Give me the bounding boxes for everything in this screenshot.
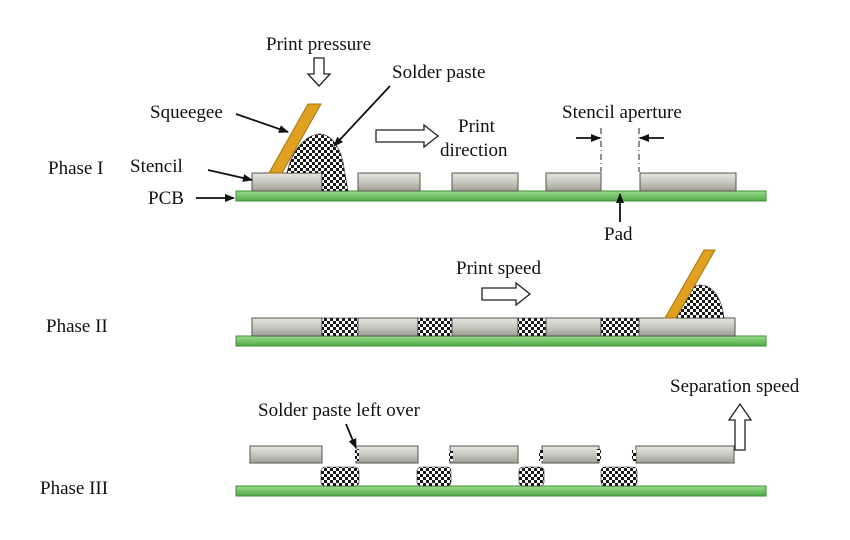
solder-paste-deposit	[517, 317, 547, 337]
stencil-segment	[249, 445, 323, 464]
stencil-segment	[541, 445, 600, 464]
pcb-board	[235, 335, 767, 347]
pcb-board	[235, 190, 767, 202]
stencil-segment	[449, 445, 519, 464]
leftover-paste	[355, 449, 359, 461]
phase-2: Phase II Print speed	[46, 249, 767, 347]
solder-paste-brick	[416, 466, 452, 487]
stencil-segment	[357, 317, 419, 337]
separation-speed-label: Separation speed	[670, 376, 800, 397]
solder-paste-brick	[320, 466, 360, 487]
squeegee-blade	[664, 249, 716, 319]
phase-2-label: Phase II	[46, 316, 108, 337]
solder-paste-deposit	[600, 317, 640, 337]
leftover-paste	[632, 450, 636, 461]
pad-label: Pad	[604, 224, 633, 245]
leftover-paste	[449, 451, 453, 461]
squeegee-blade	[268, 103, 322, 174]
stencil-segment	[451, 172, 519, 192]
squeegee-label: Squeegee	[150, 102, 223, 123]
stencil-segment	[638, 317, 736, 337]
print-speed-arrow	[481, 281, 532, 307]
stencil-segment	[357, 172, 421, 192]
stencil-segment	[635, 445, 735, 464]
solder-paste-left-over-label: Solder paste left over	[258, 400, 421, 421]
stencil-segment	[545, 172, 602, 192]
print-pressure-label: Print pressure	[266, 34, 371, 55]
solder-paste-deposit	[321, 317, 359, 337]
stencil-segment	[355, 445, 419, 464]
solder-paste-brick	[600, 466, 638, 487]
solder-paste-pointer	[333, 85, 391, 147]
print-pressure-arrow	[306, 57, 332, 87]
phase-1-label: Phase I	[48, 158, 103, 179]
stencil-segment	[251, 172, 323, 192]
pcb-label: PCB	[148, 188, 184, 209]
squeegee-pointer	[235, 113, 289, 133]
pcb-board	[235, 485, 767, 497]
stencil-segment	[545, 317, 602, 337]
leftover-paste	[539, 450, 543, 461]
phase-3-label: Phase III	[40, 478, 108, 499]
print-direction-arrow	[375, 123, 440, 149]
leftover-paste	[597, 449, 601, 461]
stencil-segment	[639, 172, 737, 192]
separation-speed-arrow	[727, 402, 753, 451]
phase-1: Phase I Print pressure Solder paste Sque…	[48, 34, 767, 245]
stencil-segment	[251, 317, 323, 337]
stencil-label: Stencil	[130, 156, 183, 177]
solder-paste-mound	[286, 133, 349, 192]
phase-3: Phase III Solder paste left over Separat…	[40, 376, 800, 499]
print-direction-label-line-2: direction	[440, 140, 508, 161]
leftover-pointer	[345, 423, 357, 449]
print-speed-label: Print speed	[456, 258, 541, 279]
solder-paste-brick	[518, 466, 545, 487]
stencil-aperture-label: Stencil aperture	[562, 102, 682, 123]
solder-paste-label: Solder paste	[392, 62, 485, 83]
solder-paste-deposit	[417, 317, 453, 337]
stencil-segment	[451, 317, 519, 337]
stencil-pointer	[207, 169, 253, 182]
print-direction-label-line-1: Print	[458, 116, 496, 137]
